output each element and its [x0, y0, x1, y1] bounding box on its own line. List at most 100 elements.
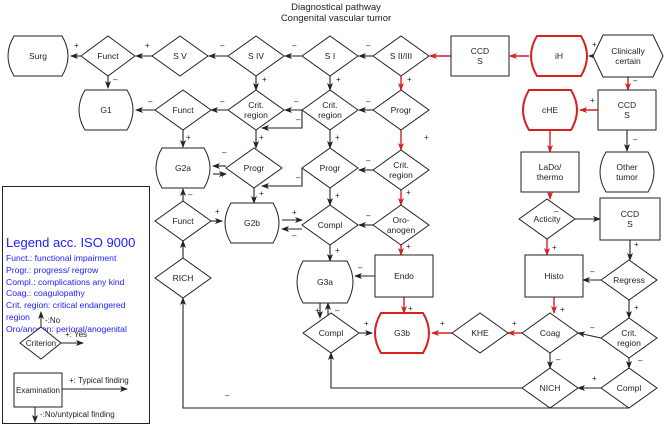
minus-sign: –	[220, 41, 225, 50]
node-crit-s4: Crit.region	[227, 89, 285, 131]
plus-sign: +	[512, 319, 517, 328]
node-g2b: G2b	[224, 202, 280, 244]
node-label: KHE	[471, 328, 489, 338]
edge-arrow	[180, 297, 629, 409]
node-label: certain	[615, 56, 641, 66]
plus-sign: +	[406, 242, 411, 251]
node-shape	[518, 198, 576, 240]
node-g3b: G3b	[374, 312, 430, 354]
plus-sign: +	[259, 133, 264, 142]
legend-symbols: Criterion -:No +: Yes Examination +: Typ…	[13, 311, 129, 423]
minus-sign: –	[225, 391, 230, 400]
node-khe: KHE	[451, 312, 509, 354]
plus-sign: +	[145, 41, 150, 50]
node-label: Funct	[97, 51, 119, 61]
node-funct-top: Funct	[80, 35, 136, 77]
node-shape	[301, 204, 359, 246]
node-shape	[302, 312, 360, 354]
diagram-title-line2: Congenital vascular tumor	[280, 13, 392, 24]
node-label: Oro-	[393, 215, 410, 225]
node-label: tumor	[616, 172, 638, 182]
node-shape	[524, 254, 584, 298]
plus-sign: +	[215, 207, 220, 216]
node-label: S	[477, 56, 483, 66]
plus-sign: +	[336, 75, 341, 84]
node-shape	[227, 35, 285, 77]
plus-sign: +	[335, 133, 340, 142]
node-histo: Histo	[524, 254, 584, 298]
node-g1: G1	[78, 89, 134, 131]
node-che: cHE	[522, 89, 578, 131]
node-label: Crit.	[248, 100, 264, 110]
minus-sign: –	[220, 97, 225, 106]
plus-sign: +	[552, 243, 557, 252]
node-label: cHE	[542, 105, 558, 115]
node-shape	[80, 35, 136, 77]
plus-sign: +	[408, 304, 413, 313]
plus-sign: +	[560, 305, 565, 314]
plus-sign: +	[335, 246, 340, 255]
node-label: Histo	[544, 271, 564, 281]
node-label: G1	[100, 105, 112, 115]
node-label: region	[318, 110, 342, 120]
node-shape	[450, 35, 510, 77]
plus-sign: +	[364, 319, 369, 328]
node-shape	[154, 200, 212, 242]
node-label: S I	[325, 51, 335, 61]
node-label: LaDo/	[539, 162, 562, 172]
node-label: G2a	[175, 163, 191, 173]
plus-sign: +	[407, 75, 412, 84]
legend-items: Funct.: functional impairment Progr.: pr…	[6, 253, 151, 336]
node-label: region	[617, 338, 641, 348]
node-label: CCD	[471, 46, 489, 56]
node-s23: S II/III	[372, 35, 430, 77]
node-shape	[599, 197, 661, 241]
plus-sign: +	[259, 189, 264, 198]
node-shape	[78, 89, 134, 131]
plus-sign: +	[335, 191, 340, 200]
node-compl-right: Compl	[600, 367, 658, 409]
node-shape	[154, 89, 212, 131]
node-shape	[7, 35, 69, 77]
legend-criterion-label: Criterion	[26, 339, 56, 348]
node-crit-s1: Crit.region	[301, 89, 359, 131]
legend-item: Oro/anogen: perioral/anogenital	[6, 323, 127, 334]
node-label: Progr	[244, 163, 265, 173]
node-progr-s1: Progr	[301, 147, 359, 189]
minus-sign: –	[366, 97, 371, 106]
node-shape	[372, 149, 430, 191]
minus-sign: –	[292, 231, 297, 240]
plus-sign: +	[74, 41, 79, 50]
plus-sign: +	[592, 40, 597, 49]
node-label: Surg	[29, 51, 47, 61]
minus-sign: –	[366, 41, 371, 50]
diagram-title-line1: Diagnostical pathway	[291, 2, 381, 13]
node-label: Regress	[613, 275, 645, 285]
node-shape	[597, 89, 657, 131]
node-label: Clinically	[611, 46, 645, 56]
plus-sign: +	[406, 188, 411, 197]
minus-sign: –	[188, 190, 193, 199]
node-label: G3b	[394, 328, 410, 338]
node-compl-g3: Compl	[302, 312, 360, 354]
minus-sign: –	[335, 306, 340, 315]
node-label: G3a	[317, 277, 333, 287]
plus-sign: +	[186, 133, 191, 142]
node-shape	[372, 35, 430, 77]
minus-sign: –	[633, 76, 638, 85]
node-label: region	[244, 110, 268, 120]
minus-sign: –	[633, 135, 638, 144]
node-progr-s23: Progr	[372, 89, 430, 131]
node-label: S	[627, 219, 633, 229]
node-lado: LaDo/thermo	[520, 151, 580, 193]
minus-sign: –	[554, 207, 559, 216]
node-funct-low: Funct	[154, 200, 212, 242]
minus-sign: –	[292, 41, 297, 50]
node-label: S IV	[248, 51, 264, 61]
